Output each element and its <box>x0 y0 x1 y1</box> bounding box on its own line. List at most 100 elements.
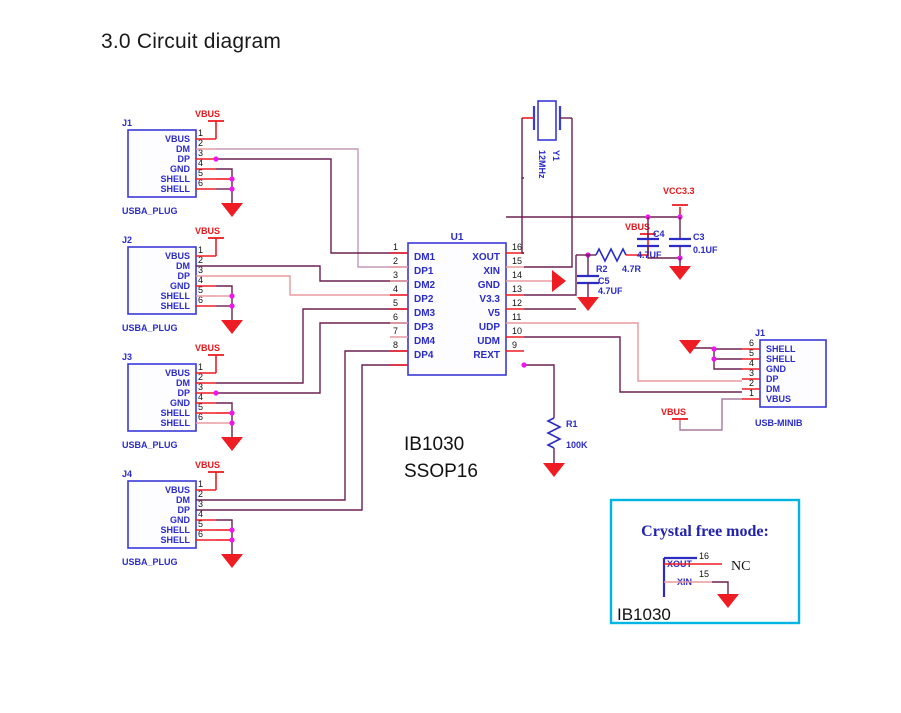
u1-pin-5-label: DM3 <box>414 308 436 319</box>
j1-pin-4-label: GND <box>170 164 191 174</box>
j2-pin-3-label: DP <box>177 271 190 281</box>
u1-pin-3-num: 3 <box>393 270 398 280</box>
u1-pin-6-num: 6 <box>393 312 398 322</box>
r2-refdes: R2 <box>596 264 608 274</box>
note-part-number: IB1030 <box>617 605 671 624</box>
crystal-wires <box>521 178 573 268</box>
j1-pin-3-num: 3 <box>198 148 203 158</box>
j2-pin-6-label: SHELL <box>160 301 190 311</box>
j2-ground-net <box>216 285 243 334</box>
j1-vbus-net: VBUS <box>195 109 224 139</box>
j4-pin-6-label: SHELL <box>160 535 190 545</box>
u1-pin-8-num: 8 <box>393 340 398 350</box>
u1-pin-4-label: DP2 <box>414 294 434 305</box>
j2-pin-5-label: SHELL <box>160 291 190 301</box>
j1-pin-6-label: SHELL <box>160 184 190 194</box>
j3-pin-2-num: 2 <box>198 372 203 382</box>
note-pin-15-num: 15 <box>699 569 709 579</box>
j3-pin-4-num: 4 <box>198 392 203 402</box>
j4-pin-4-label: GND <box>170 515 191 525</box>
connector-j3-usba[interactable]: J3 USBA_PLUG VBUS DM DP GND SHELL SHELL … <box>122 352 216 450</box>
j3-pin-3-label: DP <box>177 388 190 398</box>
u1-pin-6-label: DP3 <box>414 322 434 333</box>
u1-pin-11-label: UDP <box>479 322 500 333</box>
u1-pin-10-label: UDM <box>477 336 500 347</box>
connector-j1-usba[interactable]: J1 USBA_PLUG VBUS DM DP GND SHELL SHELL … <box>122 118 216 216</box>
r1-refdes: R1 <box>566 419 578 429</box>
j2-pin-2-num: 2 <box>198 255 203 265</box>
u1-pin-12-label: V5 <box>488 308 501 319</box>
y1-refdes: Y1 <box>551 150 561 161</box>
u1-package: SSOP16 <box>404 461 478 482</box>
j3-pin-5-num: 5 <box>198 402 203 412</box>
r1-value: 100K <box>566 440 588 450</box>
j4-pin-1-label: VBUS <box>165 485 190 495</box>
u1-pin-9-num: 9 <box>512 340 517 350</box>
j4-pin-5-num: 5 <box>198 519 203 529</box>
minib-vbus-label: VBUS <box>661 407 686 417</box>
u1-pin-7-label: DM4 <box>414 336 436 347</box>
j2-data-wires <box>216 265 408 296</box>
vcc33-label: VCC3.3 <box>663 186 695 196</box>
minib-pin-5-label: SHELL <box>766 354 796 364</box>
u1-pin-13-num: 13 <box>512 284 522 294</box>
j3-refdes: J3 <box>122 352 132 362</box>
c5-refdes: C5 <box>598 276 610 286</box>
j3-pin-3-num: 3 <box>198 382 203 392</box>
j4-pin-6-num: 6 <box>198 529 203 539</box>
c4-c3-decoupling[interactable]: VCC3.3 C4 4.7UF C3 0.1UF <box>506 186 718 280</box>
j1-pin-1-label: VBUS <box>165 134 190 144</box>
j1-pin-1-num: 1 <box>198 128 203 138</box>
minib-refdes: J1 <box>755 328 765 338</box>
u1-part-number: IB1030 <box>404 434 464 455</box>
j1-pin-5-num: 5 <box>198 168 203 178</box>
u1-pin-9-label: REXT <box>473 350 500 361</box>
j4-ground-net <box>216 519 243 568</box>
j2-vbus-label: VBUS <box>195 226 220 236</box>
udp-udm-wires <box>524 322 742 393</box>
minib-pin-1-label: VBUS <box>766 394 791 404</box>
note-title: Crystal free mode: <box>641 523 769 540</box>
minib-pin-4-num: 4 <box>749 358 754 368</box>
j1-pin-2-num: 2 <box>198 138 203 148</box>
j4-pin-5-label: SHELL <box>160 525 190 535</box>
c3-value: 0.1UF <box>693 245 718 255</box>
c5-value: 4.7UF <box>598 286 623 296</box>
j1-pin-3-label: DP <box>177 154 190 164</box>
u1-pin-1-num: 1 <box>393 242 398 252</box>
minib-pin-6-num: 6 <box>749 338 754 348</box>
u1-refdes: U1 <box>451 232 464 243</box>
u1-pin-1-label: DM1 <box>414 252 436 263</box>
j2-pin-3-num: 3 <box>198 265 203 275</box>
connector-j1-minib[interactable]: J1 USB-MINIB SHELL SHELL GND DP DM VBUS … <box>742 328 827 428</box>
minib-pin-6-label: SHELL <box>766 344 796 354</box>
j4-pin-4-num: 4 <box>198 509 203 519</box>
j1-vbus-label: VBUS <box>195 109 220 119</box>
connector-j2-usba[interactable]: J2 USBA_PLUG VBUS DM DP GND SHELL SHELL … <box>122 235 216 333</box>
r2-c5-network[interactable]: R2 4.7R C5 4.7UF <box>524 234 649 311</box>
u1-pin-4-num: 4 <box>393 284 398 294</box>
u1-gnd-pin14 <box>524 270 566 292</box>
u1-pin-5-num: 5 <box>393 298 398 308</box>
r1-rext[interactable]: R1 100K <box>521 362 588 477</box>
ic-u1-ib1030[interactable]: U1 DM1 DP1 DM2 DP2 DM3 DP3 DM4 DP4 XOUT … <box>390 232 524 482</box>
c3-refdes: C3 <box>693 232 705 242</box>
j3-pin-5-label: SHELL <box>160 408 190 418</box>
u1-pin-15-label: XIN <box>483 266 500 277</box>
c4-value: 4.7UF <box>637 250 662 260</box>
j1-pin-5-label: SHELL <box>160 174 190 184</box>
minib-pin-2-num: 2 <box>749 378 754 388</box>
crystal-free-mode-note: Crystal free mode: XOUT XIN 16 15 NC IB1… <box>609 498 801 625</box>
page-title: 3.0 Circuit diagram <box>101 30 282 53</box>
u1-pin-14-num: 14 <box>512 270 522 280</box>
connector-j4-usba[interactable]: J4 USBA_PLUG VBUS DM DP GND SHELL SHELL … <box>122 469 216 567</box>
vbus-label-c4: VBUS <box>625 222 650 232</box>
note-pin-16-num: 16 <box>699 551 709 561</box>
crystal-y1[interactable]: Y1 12MHz <box>521 100 573 179</box>
u1-pin-14-label: GND <box>478 280 500 291</box>
j3-data-wires <box>213 308 408 396</box>
minib-pin-4-label: GND <box>766 364 787 374</box>
u1-pin-11-num: 11 <box>512 312 521 322</box>
